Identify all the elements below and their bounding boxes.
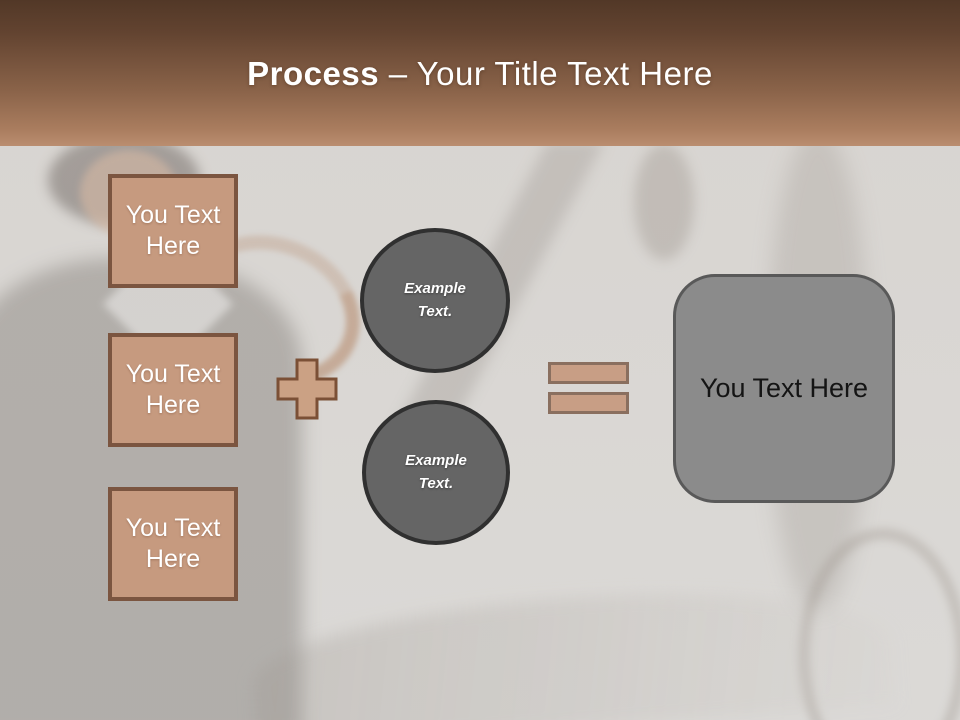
slide-title[interactable]: Process – Your Title Text Here: [0, 55, 960, 93]
example-circle-2[interactable]: Example Text.: [362, 400, 510, 545]
example-circle-2-label: Example Text.: [405, 452, 467, 492]
process-box-3-label: You Text Here: [125, 513, 221, 574]
process-box-2[interactable]: You Text Here: [108, 333, 238, 447]
process-box-2-label: You Text Here: [125, 359, 221, 420]
plus-icon[interactable]: [276, 358, 338, 420]
photo-shape: [798, 528, 960, 720]
process-box-1-label: You Text Here: [125, 200, 221, 261]
example-circle-1[interactable]: Example Text.: [360, 228, 510, 373]
example-circle-1-label: Example Text.: [404, 280, 466, 320]
photo-shape: [634, 146, 694, 260]
process-box-3[interactable]: You Text Here: [108, 487, 238, 601]
result-box[interactable]: You Text Here: [673, 274, 895, 503]
result-box-label: You Text Here: [699, 373, 869, 403]
process-box-1[interactable]: You Text Here: [108, 174, 238, 288]
equals-icon[interactable]: [548, 362, 629, 384]
slide-title-rest: – Your Title Text Here: [388, 55, 713, 92]
equals-icon[interactable]: [548, 392, 629, 414]
slide-title-emphasis: Process: [247, 55, 380, 92]
title-bar: Process – Your Title Text Here: [0, 0, 960, 146]
photo-shape: [248, 575, 896, 720]
